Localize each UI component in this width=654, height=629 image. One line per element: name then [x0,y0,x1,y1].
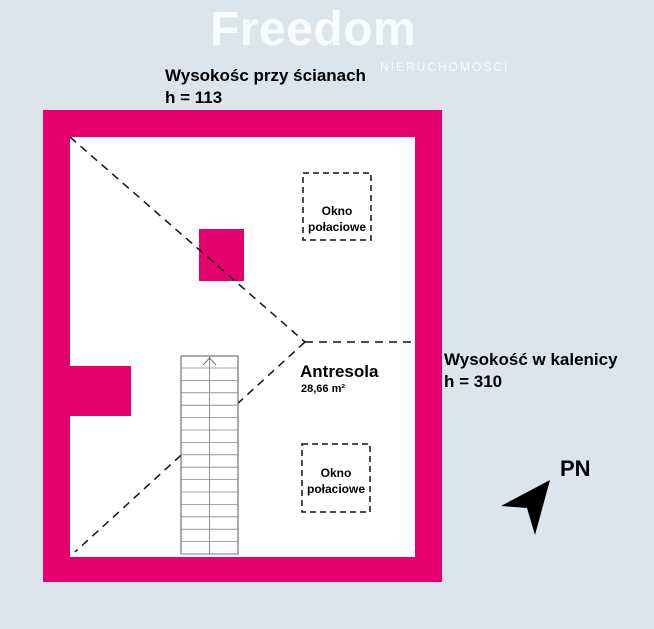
window-2-line2: połaciowe [307,482,365,496]
watermark: Freedom NIERUCHOMOŚCI [0,0,654,90]
window-2-line1: Okno [321,466,352,480]
window-1-line1: Okno [322,204,353,218]
chimney [199,229,244,281]
ridge-height-value: h = 310 [444,372,503,391]
room-area: 28,66 m² [301,383,345,395]
ridge-height-label: Wysokość w kalenicy h = 310 [444,349,618,393]
roof-window-1 [302,172,372,241]
compass-label: PN [560,456,591,481]
wall-height-label: Wysokośc przy ścianach h = 113 [165,65,366,109]
window-1-line2: połaciowe [308,220,366,234]
watermark-subtitle: NIERUCHOMOŚCI [380,60,510,74]
floor [70,137,415,557]
north-arrow-icon [501,480,550,535]
watermark-brand: Freedom [210,3,417,56]
room-name: Antresola [300,362,379,381]
roof-window-2 [301,443,371,513]
stairs-arrow-icon [202,357,217,366]
wall-height-title: Wysokośc przy ścianach [165,66,366,85]
stairs [180,355,239,555]
ridge-height-title: Wysokość w kalenicy [444,350,618,369]
wall-height-value: h = 113 [165,88,223,107]
